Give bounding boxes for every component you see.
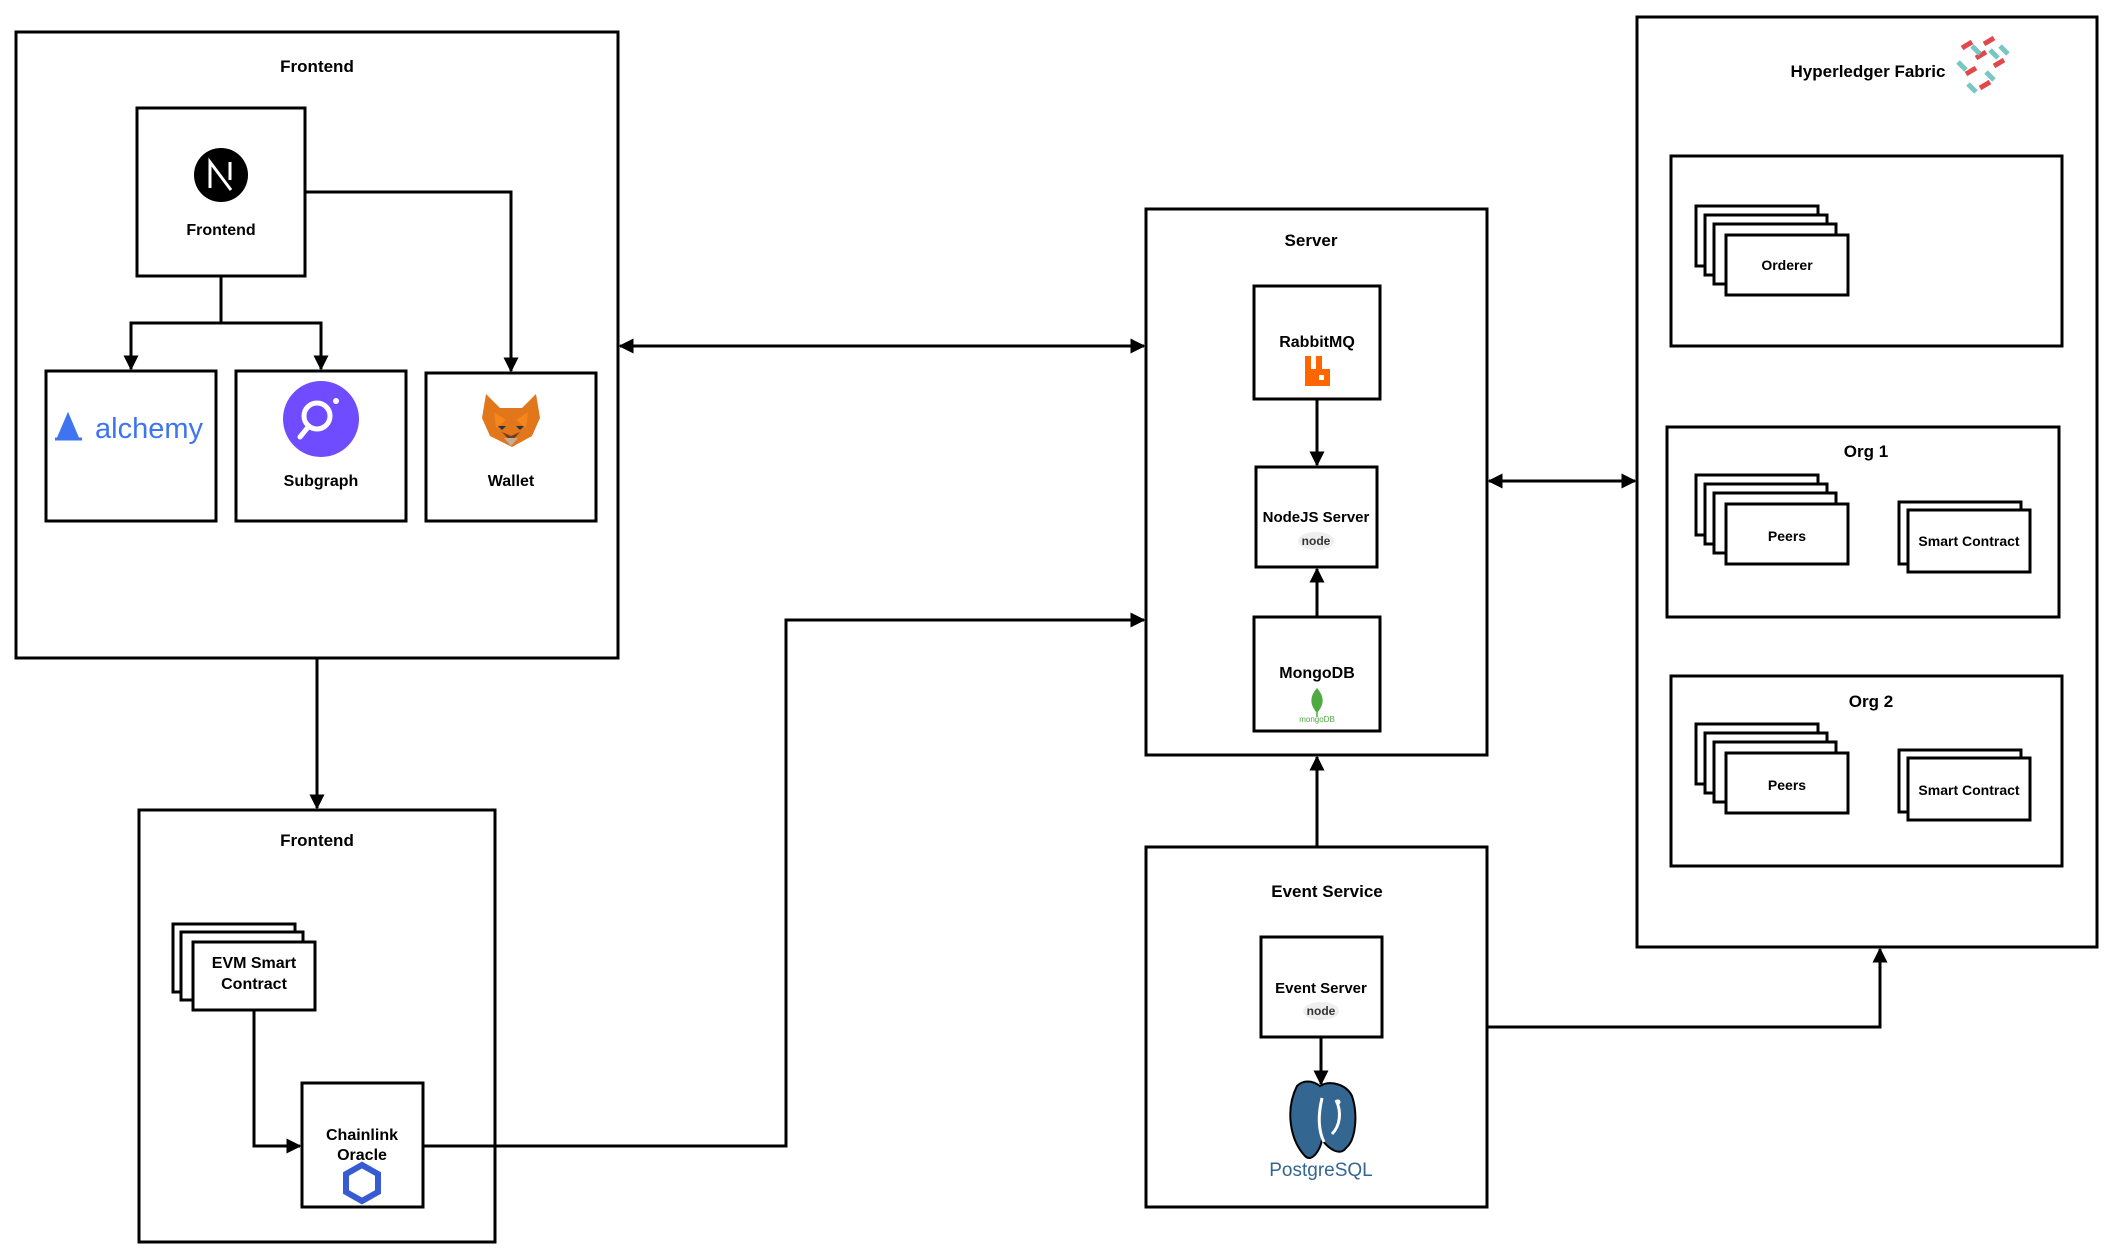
org2-title: Org 2 — [1849, 692, 1893, 711]
event-service-group: Event Service Event Server node PostgreS… — [1144, 845, 1489, 1209]
subgraph-label: Subgraph — [284, 473, 359, 490]
orderer-panel: Orderer — [1669, 154, 2064, 348]
frontend-group-2: Frontend EVM Smart Contract Chainlink Or… — [137, 808, 497, 1244]
postgresql-logo-text: PostgreSQL — [1269, 1160, 1373, 1181]
org1-smart-contract-box — [1906, 508, 2032, 574]
org1-peers-box — [1724, 502, 1850, 566]
mongodb-logo-text: mongoDB — [1299, 715, 1335, 724]
server-group: Server RabbitMQ NodeJS Server node Mongo… — [1144, 207, 1489, 757]
wallet-node: Wallet — [424, 371, 598, 523]
postgresql-elephant-icon — [1289, 1080, 1357, 1159]
edge-chainlink-to-server — [423, 612, 1146, 1148]
edge-frontend-to-subgraph — [221, 321, 329, 371]
chainlink-node-box — [300, 1081, 425, 1209]
event-server-node: Event Server node — [1259, 935, 1384, 1039]
rabbitmq-label: RabbitMQ — [1279, 334, 1355, 351]
server-group-title: Server — [1285, 231, 1338, 250]
nodejs-logo-text: node — [1302, 534, 1331, 548]
event-node-logo-text: node — [1307, 1004, 1336, 1018]
event-server-box — [1259, 935, 1384, 1039]
the-graph-icon — [283, 381, 359, 457]
hyperledger-title: Hyperledger Fabric — [1791, 62, 1946, 81]
org2-smart-contract-label: Smart Contract — [1918, 782, 2019, 798]
frontend-node: Frontend — [135, 106, 307, 278]
chainlink-label-line1: Chainlink — [326, 1127, 398, 1144]
evm-label-line1: EVM Smart — [212, 955, 297, 972]
frontend-group-frame — [14, 30, 620, 660]
nodejs-label: NodeJS Server — [1263, 509, 1370, 526]
evm-stack-layer-1 — [191, 940, 317, 1012]
subgraph-node: Subgraph — [234, 369, 408, 523]
mongodb-label: MongoDB — [1279, 665, 1355, 682]
edges — [123, 190, 1888, 1154]
frontend-group-2-title: Frontend — [280, 831, 354, 850]
org2-panel: Org 2 Peers Smart Contract — [1669, 674, 2064, 868]
org2-peers-label: Peers — [1768, 777, 1806, 793]
nextjs-icon — [194, 148, 248, 202]
frontend-group: Frontend Frontend alchemy — [14, 30, 620, 660]
frontend-node-label: Frontend — [186, 222, 255, 239]
alchemy-logo-text: alchemy — [95, 413, 203, 445]
alchemy-icon — [55, 411, 82, 441]
alchemy-node-box — [44, 369, 218, 523]
mongodb-node: MongoDB mongoDB — [1252, 615, 1382, 733]
org2-smart-contract-box — [1906, 756, 2032, 822]
metamask-fox-icon — [482, 394, 540, 447]
hyperledger-fabric-group: Hyperledger Fabric Orderer Org 1 Peers S… — [1635, 15, 2099, 949]
event-server-label: Event Server — [1275, 980, 1367, 997]
edge-evm-to-chainlink — [252, 1010, 302, 1154]
org2-peers-box — [1724, 751, 1850, 815]
nodejs-server-node: NodeJS Server node — [1254, 465, 1379, 569]
chainlink-icon — [343, 1161, 381, 1205]
nodejs-icon: node — [1298, 532, 1334, 550]
evm-smart-contract-stack: EVM Smart Contract — [171, 922, 317, 1012]
chainlink-label-line2: Oracle — [337, 1147, 387, 1164]
wallet-label: Wallet — [488, 473, 535, 490]
org1-peers-label: Peers — [1768, 528, 1806, 544]
evm-label-line2: Contract — [221, 976, 287, 993]
wallet-node-box — [424, 371, 598, 523]
nodejs-icon: node — [1303, 1002, 1339, 1020]
event-service-title: Event Service — [1271, 882, 1383, 901]
orderer-node-box — [1724, 233, 1850, 297]
chainlink-oracle-node: Chainlink Oracle — [300, 1081, 425, 1209]
hyperledger-fabric-icon — [1956, 35, 2010, 94]
edge-frontend-to-alchemy — [123, 276, 223, 371]
nodejs-node-box — [1254, 465, 1379, 569]
org1-smart-contract-label: Smart Contract — [1918, 533, 2019, 549]
frontend-group-title: Frontend — [280, 57, 354, 76]
edge-eventservice-to-hyperledger — [1487, 947, 1888, 1029]
rabbitmq-node: RabbitMQ — [1252, 284, 1382, 401]
orderer-label: Orderer — [1761, 257, 1813, 273]
mongodb-leaf-icon — [1311, 688, 1323, 717]
org1-title: Org 1 — [1844, 442, 1888, 461]
alchemy-node: alchemy — [44, 369, 218, 523]
edge-frontend-to-wallet — [305, 190, 519, 373]
rabbitmq-icon — [1305, 356, 1330, 386]
org1-panel: Org 1 Peers Smart Contract — [1665, 425, 2061, 619]
